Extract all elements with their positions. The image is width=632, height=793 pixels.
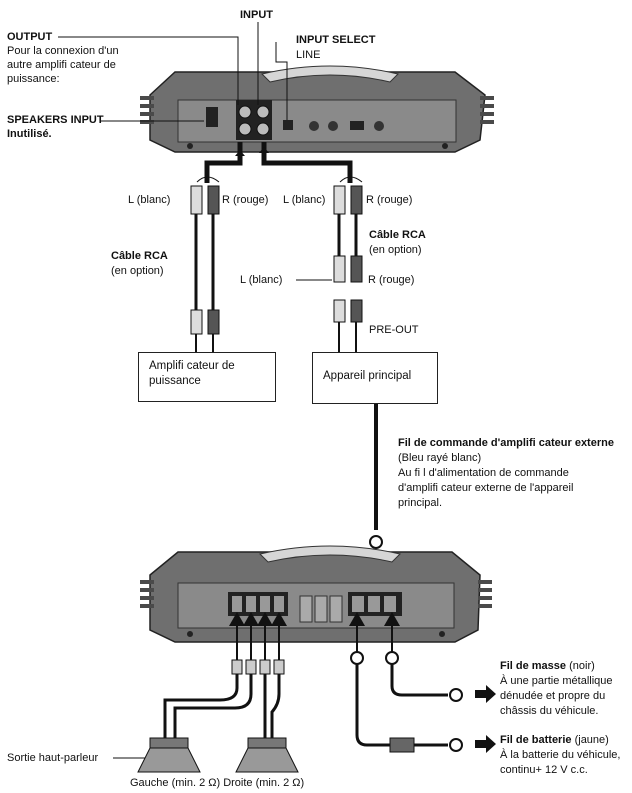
top-amp-fins-right	[480, 96, 494, 124]
output-desc-2: autre amplifi cateur de	[7, 59, 116, 71]
speaker-left-right-label: Gauche (min. 2 Ω) Droite (min. 2 Ω)	[130, 777, 305, 789]
output-desc-1: Pour la connexion d'un	[7, 45, 119, 57]
speaker-output-label: Sortie haut-parleur	[7, 752, 99, 764]
head-unit-box: Appareil principal	[312, 352, 438, 404]
rca-cable-right	[333, 176, 363, 352]
ground-wire-desc-3: châssis du véhicule.	[500, 705, 599, 717]
remote-wire-title: Fil de commande d'amplifi cateur externe	[398, 437, 614, 449]
left-white-label-1: L (blanc)	[128, 194, 171, 206]
speaker-wires	[229, 612, 287, 660]
right-red-label-1: R (rouge)	[222, 194, 269, 206]
ground-wire-desc-2: dénudée et propre du	[500, 690, 606, 702]
battery-wire	[355, 664, 448, 747]
top-amp-fins-left	[140, 96, 154, 124]
speaker-cables	[163, 674, 281, 738]
head-unit-label: Appareil principal	[323, 370, 412, 382]
speaker-left	[137, 737, 201, 773]
remote-wire-desc-2: d'amplifi cateur externe de l'appareil	[398, 482, 574, 494]
bottom-amp-fins	[140, 580, 492, 608]
amp-box-line2: puissance	[149, 375, 201, 387]
ground-wire-title: Fil de masse	[500, 660, 567, 672]
rca-cable-left	[190, 176, 220, 352]
left-white-label-3: L (blanc)	[240, 274, 283, 286]
right-red-label-2: R (rouge)	[366, 194, 413, 206]
ground-wire-color: (noir)	[566, 660, 595, 672]
remote-wire-desc-1: Au fi l d'alimentation de commande	[398, 467, 569, 479]
rca-cable-option-left: (en option)	[111, 265, 164, 277]
remote-wire-color: (Bleu rayé blanc)	[398, 452, 482, 464]
preout-label: PRE-OUT	[369, 324, 419, 336]
battery-wire-desc-1: À la batterie du véhicule,	[500, 749, 621, 761]
output-title: OUTPUT	[7, 31, 53, 43]
speakers-input-label: SPEAKERS INPUT	[7, 114, 104, 126]
ground-wire-heading: Fil de masse (noir)	[500, 659, 595, 673]
input-label: INPUT	[240, 9, 273, 21]
top-amplifier	[140, 65, 494, 153]
speaker-lugs	[231, 659, 285, 675]
battery-wire-heading: Fil de batterie (jaune)	[500, 733, 609, 747]
remote-wire-desc-3: principal.	[398, 497, 443, 509]
rca-cable-option-right: (en option)	[369, 244, 422, 256]
amp-box-line1: Amplifi cateur de	[149, 360, 235, 372]
bottom-amplifier	[140, 545, 492, 643]
battery-wire-desc-2: continu+ 12 V c.c.	[500, 764, 588, 776]
unused-label: Inutilisé.	[7, 128, 52, 140]
left-white-label-2: L (blanc)	[283, 194, 326, 206]
input-select-label: INPUT SELECT	[296, 34, 376, 46]
ground-wire-desc-1: À une partie métallique	[500, 675, 613, 687]
top-leader-lines	[58, 22, 288, 122]
battery-fuse	[389, 737, 415, 753]
battery-wire-title: Fil de batterie	[500, 734, 572, 746]
ground-wire	[390, 664, 448, 697]
power-amplifier-box: Amplifi cateur de puissance	[138, 352, 276, 402]
battery-wire-color: (jaune)	[571, 734, 609, 746]
right-red-label-3: R (rouge)	[368, 274, 415, 286]
speaker-right	[235, 737, 299, 773]
output-desc-3: puissance:	[7, 73, 60, 85]
line-label: LINE	[296, 49, 321, 61]
pointer-arrows	[475, 685, 496, 753]
power-arrows	[349, 612, 400, 652]
rca-cable-title-left: Câble RCA	[111, 250, 168, 262]
rca-cable-title-right: Câble RCA	[369, 229, 426, 241]
